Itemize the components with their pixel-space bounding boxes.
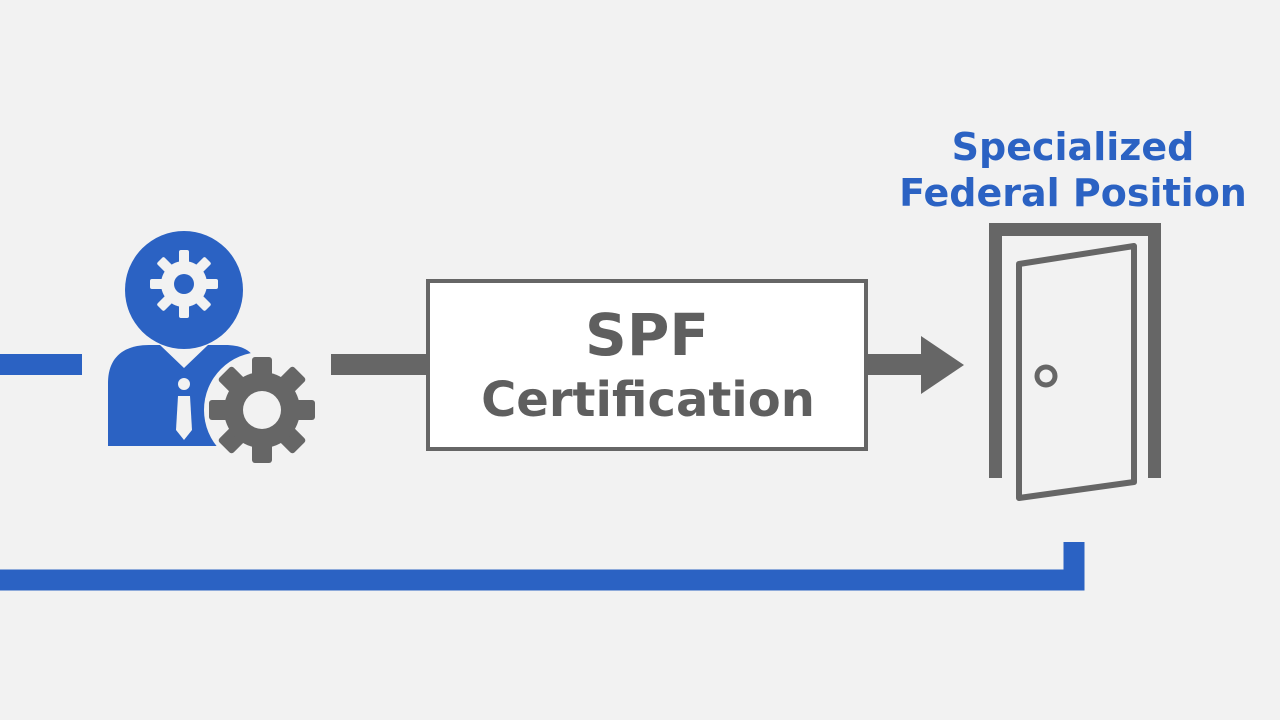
arrow-icon [866,336,964,394]
destination-title-line1: Specialized [952,125,1195,169]
head-gear-icon [150,250,218,318]
person-with-gear-icon [108,231,320,468]
return-line [0,542,1085,591]
process-box-subtitle: Certification [481,372,815,428]
open-door-icon [989,223,1161,501]
process-box: SPF Certification [426,279,868,451]
incoming-line [0,354,82,375]
gear-icon [209,357,315,463]
connector-line [331,354,427,375]
tie-icon [176,378,192,440]
collar-gap [160,345,208,368]
process-box-title: SPF [585,301,709,369]
destination-title-line2: Federal Position [899,171,1247,215]
